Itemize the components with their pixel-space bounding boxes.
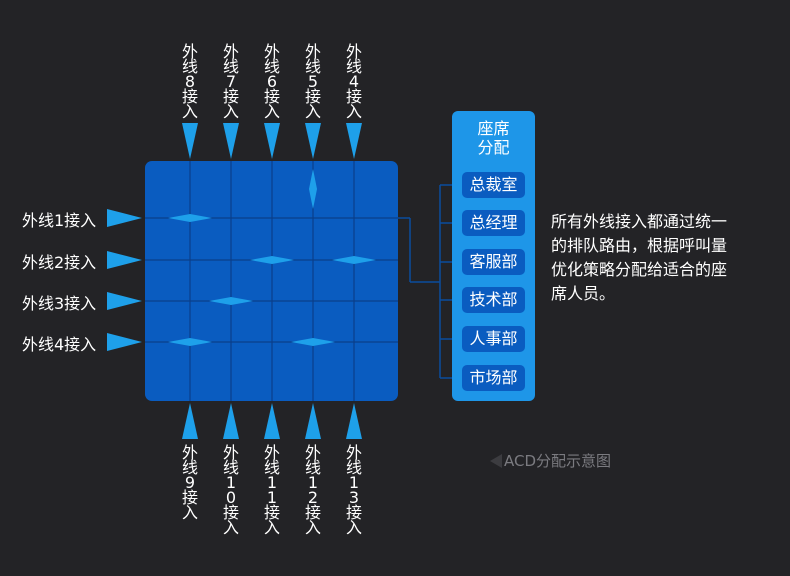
top-input-label-5: 外线4接入	[345, 42, 362, 121]
top-input-label-2: 外线7接入	[222, 42, 239, 121]
left-input-label-3: 外线3接入	[22, 294, 97, 313]
input-arrows	[107, 123, 362, 439]
department-item: 总裁室	[462, 172, 525, 198]
routing-node	[332, 256, 376, 264]
bottom-arrow-icon-4	[305, 403, 321, 439]
routing-node	[168, 214, 212, 222]
bottom-arrow-icon-2	[223, 403, 239, 439]
bottom-input-label-3: 外线11接入	[263, 443, 280, 537]
bottom-input-label-2: 外线10接入	[222, 443, 239, 537]
routing-nodes	[168, 169, 376, 346]
left-input-label-2: 外线2接入	[22, 253, 97, 272]
left-input-label-4: 外线4接入	[22, 335, 97, 354]
bottom-arrow-icon-3	[264, 403, 280, 439]
department-item: 客服部	[462, 249, 525, 275]
department-item: 总经理	[462, 210, 525, 236]
panel-title: 座席 分配	[477, 119, 510, 157]
description-text: 所有外线接入都通过统一的排队路由，根据呼叫量优化策略分配给适合的座席人员。	[551, 212, 728, 303]
department-item: 市场部	[462, 365, 525, 391]
left-input-label-1: 外线1接入	[22, 211, 97, 230]
caption-arrow-icon	[490, 454, 502, 468]
routing-node	[168, 338, 212, 346]
department-item: 人事部	[462, 326, 525, 352]
agent-allocation-panel: 座席 分配 总裁室总经理客服部技术部人事部市场部	[452, 111, 535, 401]
top-input-label-4: 外线5接入	[304, 42, 321, 121]
routing-node	[309, 169, 317, 209]
top-arrow-icon-3	[264, 123, 280, 159]
routing-node	[209, 297, 253, 305]
routing-node	[250, 256, 294, 264]
bottom-input-label-4: 外线12接入	[304, 443, 321, 537]
department-item: 技术部	[462, 287, 525, 313]
top-input-label-3: 外线6接入	[263, 42, 280, 121]
left-arrow-icon-1	[107, 209, 142, 227]
left-arrow-icon-3	[107, 292, 142, 310]
diagram-caption: ACD分配示意图	[490, 450, 611, 471]
left-arrow-icon-2	[107, 251, 142, 269]
caption-text: ACD分配示意图	[504, 452, 612, 470]
top-input-label-1: 外线8接入	[181, 42, 198, 121]
left-arrow-icon-4	[107, 333, 142, 351]
top-arrow-icon-5	[346, 123, 362, 159]
bottom-input-label-1: 外线9接入	[181, 443, 198, 522]
top-arrow-icon-1	[182, 123, 198, 159]
bottom-arrow-icon-1	[182, 403, 198, 439]
top-arrow-icon-2	[223, 123, 239, 159]
bottom-arrow-icon-5	[346, 403, 362, 439]
routing-node	[291, 338, 335, 346]
bottom-input-label-5: 外线13接入	[345, 443, 362, 537]
top-arrow-icon-4	[305, 123, 321, 159]
